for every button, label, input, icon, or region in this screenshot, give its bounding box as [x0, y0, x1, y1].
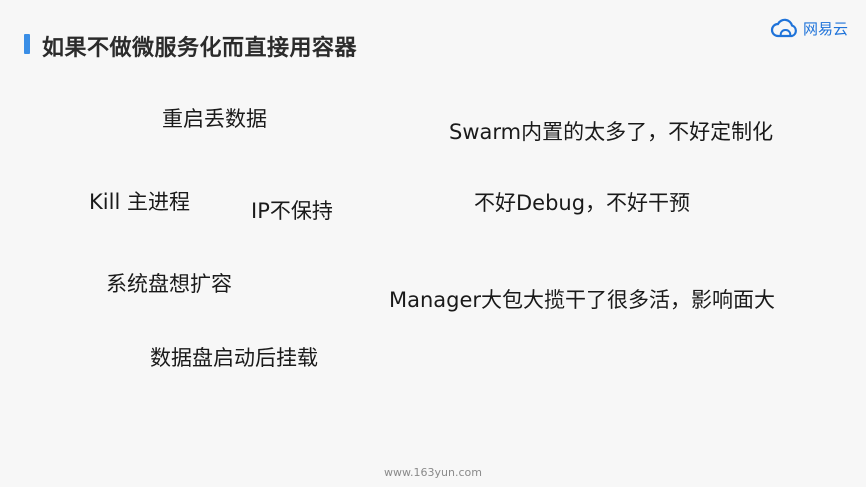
point-restart-data-loss: 重启丢数据 — [162, 107, 267, 131]
point-system-disk-expand: 系统盘想扩容 — [106, 272, 232, 296]
title-accent-bar — [24, 34, 30, 54]
point-swarm-builtin: Swarm内置的太多了，不好定制化 — [449, 120, 774, 144]
footer-url: www.163yun.com — [384, 466, 482, 479]
slide-title: 如果不做微服务化而直接用容器 — [42, 36, 358, 61]
cloud-logo-icon — [770, 18, 797, 38]
brand-name: 网易云 — [803, 19, 849, 38]
point-kill-main-process: Kill 主进程 — [89, 190, 190, 214]
point-hard-to-debug: 不好Debug，不好干预 — [474, 191, 691, 215]
point-ip-not-kept: IP不保持 — [251, 199, 333, 223]
point-data-disk-mount: 数据盘启动后挂载 — [150, 346, 318, 370]
point-manager-overload: Manager大包大揽干了很多活，影响面大 — [389, 288, 776, 312]
brand-logo: 网易云 — [770, 15, 848, 41]
